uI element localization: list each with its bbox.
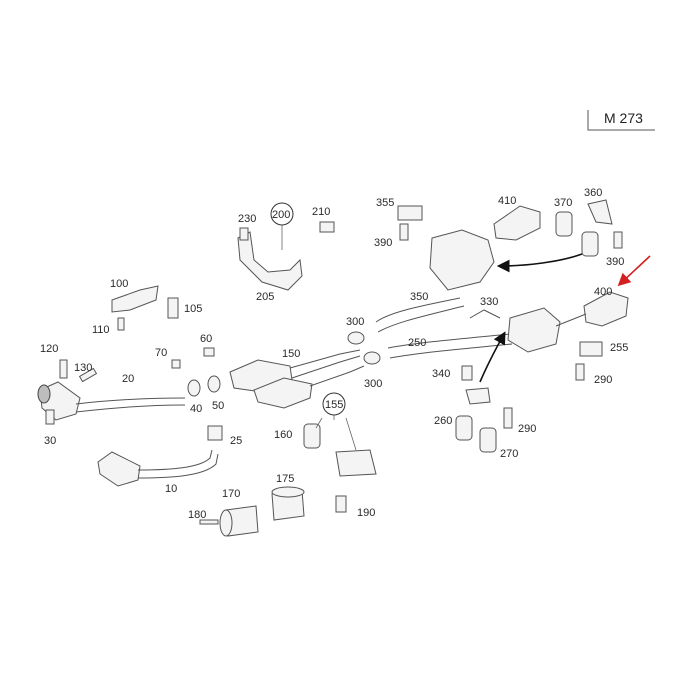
callout-370: 370 [554, 197, 572, 209]
clamp-50 [207, 375, 221, 393]
callout-400: 400 [594, 286, 612, 298]
bolt-70 [171, 359, 181, 369]
clamp-300-upper [347, 331, 365, 345]
callout-340: 340 [432, 368, 450, 380]
callout-circle-200 [270, 202, 294, 226]
oxygen-sensor-120 [59, 359, 68, 379]
callout-350: 350 [410, 291, 428, 303]
callout-70: 70 [155, 347, 167, 359]
rubber-mount-175 [271, 486, 305, 521]
callout-260: 260 [434, 415, 452, 427]
clamp-40 [187, 379, 201, 397]
callout-100: 100 [110, 278, 128, 290]
arrow-to-muffler-410 [496, 253, 583, 273]
callout-210: 210 [312, 206, 330, 218]
oxygen-sensor-130 [78, 367, 98, 383]
rear-muffler-lower [507, 291, 629, 353]
callout-300-lower: 300 [364, 378, 382, 390]
callout-200: 200 [272, 209, 290, 221]
callout-255: 255 [610, 342, 628, 354]
callout-355: 355 [376, 197, 394, 209]
callout-250: 250 [408, 337, 426, 349]
hanger-360 [587, 199, 613, 225]
callout-60: 60 [200, 333, 212, 345]
callout-20: 20 [122, 373, 134, 385]
clamp-300-lower [363, 351, 381, 365]
leader-lines [281, 220, 357, 451]
callout-360: 360 [584, 187, 602, 199]
callout-290-upper: 290 [518, 423, 536, 435]
bolt-30 [45, 409, 55, 425]
bolt-390-upper [399, 223, 409, 241]
callout-180: 180 [188, 509, 206, 521]
model-code-label: M 273 [604, 110, 643, 126]
arrow-to-hanger-260 [479, 331, 506, 383]
callout-160: 160 [274, 429, 292, 441]
callout-290-lower: 290 [594, 374, 612, 386]
callout-25: 25 [230, 435, 242, 447]
rear-muffler-upper [429, 205, 541, 291]
callout-330: 330 [480, 296, 498, 308]
hanger-355 [397, 205, 423, 221]
callout-410: 410 [498, 195, 516, 207]
callout-390-upper: 390 [374, 237, 392, 249]
callout-10: 10 [165, 483, 177, 495]
hanger-255 [579, 341, 603, 357]
bolt-60 [203, 347, 215, 357]
bolt-290-lower [575, 363, 585, 381]
bolt-390-lower [613, 231, 623, 249]
callout-205: 205 [256, 291, 274, 303]
bolt-290-upper [503, 407, 513, 429]
callout-30: 30 [44, 435, 56, 447]
bolt-180 [199, 519, 219, 525]
red-arrow-to-400 [617, 255, 651, 287]
rubber-mount-170 [219, 505, 259, 537]
catalytic-converter-front-lower [97, 449, 219, 487]
callout-circle-155 [322, 392, 346, 416]
strap-330 [469, 309, 501, 319]
callout-190: 190 [357, 507, 375, 519]
clamp-25 [207, 425, 223, 441]
bolt-190 [335, 495, 347, 513]
callout-175: 175 [276, 473, 294, 485]
callout-50: 50 [212, 400, 224, 412]
catalytic-converter-front-upper [37, 381, 186, 421]
hanger-260 [455, 387, 491, 441]
model-code-box: M 273 [587, 110, 655, 131]
bracket-205 [237, 221, 335, 291]
callout-110: 110 [92, 324, 110, 336]
callout-390-lower: 390 [606, 256, 624, 268]
callout-40: 40 [190, 403, 202, 415]
callout-300-upper: 300 [346, 316, 364, 328]
hanger-155 [303, 423, 377, 477]
bolt-340 [461, 365, 473, 381]
catalytic-converter-150 [229, 349, 365, 409]
callout-120: 120 [40, 343, 58, 355]
callout-155: 155 [325, 399, 343, 411]
callout-170: 170 [222, 488, 240, 500]
callout-150: 150 [282, 348, 300, 360]
bracket-100 [111, 285, 179, 331]
callout-130: 130 [74, 362, 92, 374]
callout-105: 105 [184, 303, 202, 315]
hanger-370 [555, 211, 599, 257]
hanger-270 [479, 427, 497, 453]
pipe-350 [375, 297, 465, 333]
callout-270: 270 [500, 448, 518, 460]
callout-230: 230 [238, 213, 256, 225]
